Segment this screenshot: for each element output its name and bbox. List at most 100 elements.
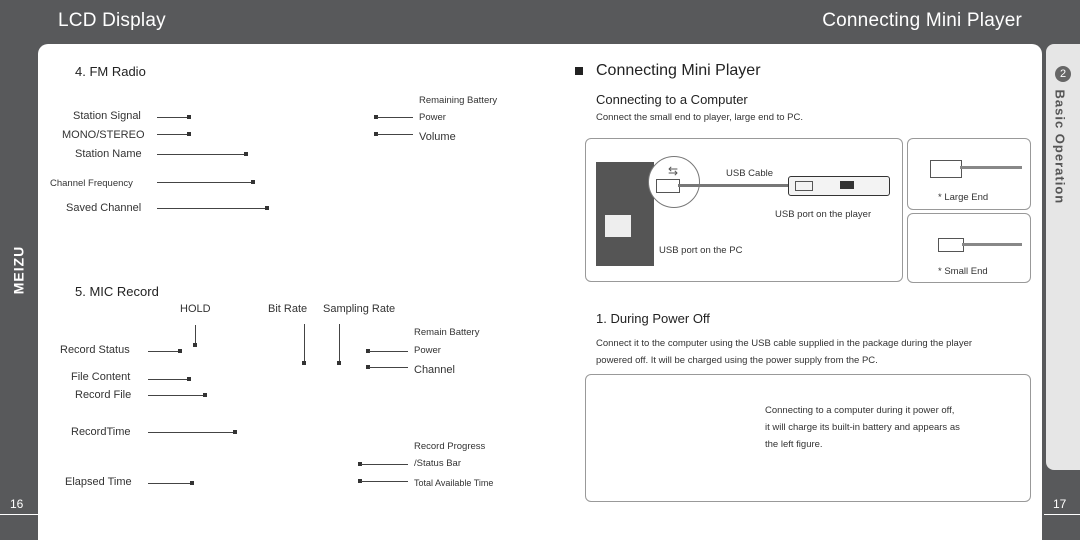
intro-text: Connect the small end to player, large e… <box>596 112 804 123</box>
label-total-available-time: Total Available Time <box>414 478 494 488</box>
leader-line <box>148 432 235 433</box>
side-tab[interactable] <box>1046 44 1080 470</box>
leader-dot <box>251 180 255 184</box>
leader-line <box>148 351 180 352</box>
large-usb-plug-icon <box>930 160 962 178</box>
label-record-progress: Record Progress <box>414 441 486 452</box>
small-end-figure <box>907 213 1031 283</box>
brand-logo: MEIZU <box>10 245 27 295</box>
leader-dot <box>374 115 378 119</box>
player-display-icon <box>840 181 854 189</box>
label-saved-channel: Saved Channel <box>66 202 142 214</box>
label-elapsed-time: Elapsed Time <box>65 476 132 488</box>
leader-dot <box>265 206 269 210</box>
label-record-status: Record Status <box>60 344 130 356</box>
label-remaining-battery: Remaining Battery <box>419 95 498 106</box>
label-large-end: * Large End <box>938 192 989 203</box>
mini-player-device <box>788 176 890 196</box>
label-bit-rate: Bit Rate <box>268 303 308 315</box>
leader-line <box>157 182 253 183</box>
note-line-3: the left figure. <box>765 439 823 450</box>
page-rule-right <box>1044 514 1080 515</box>
label-pc-port: USB port on the PC <box>659 245 743 256</box>
chapter-number-badge: 2 <box>1055 66 1071 82</box>
leader-dot <box>302 361 306 365</box>
leader-dot <box>203 393 207 397</box>
leader-line <box>148 379 189 380</box>
leader-line <box>148 483 192 484</box>
pc-tower <box>596 162 654 266</box>
label-power-mic: Power <box>414 345 441 356</box>
section-text-line-2: powered off. It will be charged using th… <box>596 355 878 366</box>
note-line-2: it will charge its built-in battery and … <box>765 422 960 433</box>
leader-dot <box>187 377 191 381</box>
label-usb-cable: USB Cable <box>726 168 773 179</box>
leader-line <box>195 325 196 345</box>
label-mono-stereo: MONO/STEREO <box>62 129 145 141</box>
section-heading: 1. During Power Off <box>596 311 710 326</box>
leader-dot <box>190 481 194 485</box>
leader-dot <box>233 430 237 434</box>
leader-line <box>304 324 305 362</box>
mic-record-heading: 5. MIC Record <box>75 284 159 299</box>
large-end-figure <box>907 138 1031 210</box>
usb-cable <box>678 184 788 187</box>
fm-radio-heading: 4. FM Radio <box>75 64 146 79</box>
page-number-left: 16 <box>10 497 24 511</box>
label-power: Power <box>419 112 446 123</box>
leader-line <box>369 367 408 368</box>
leader-dot <box>358 462 362 466</box>
note-line-1: Connecting to a computer during it power… <box>765 405 955 416</box>
leader-line <box>377 117 413 118</box>
page-rule-left <box>0 514 38 515</box>
leader-dot <box>193 343 197 347</box>
label-status-bar: /Status Bar <box>414 458 461 469</box>
label-file-content: File Content <box>71 371 131 383</box>
right-heading: Connecting Mini Player <box>596 62 761 79</box>
label-small-end: * Small End <box>938 266 988 277</box>
usb-symbol-icon: ⇆ <box>668 164 679 178</box>
cable-segment <box>960 166 1022 169</box>
leader-line <box>339 324 340 362</box>
label-channel: Channel <box>414 364 455 376</box>
sub-heading: Connecting to a Computer <box>596 92 748 107</box>
leader-line <box>148 395 205 396</box>
label-record-file: Record File <box>75 389 132 401</box>
page-number-right: 17 <box>1053 497 1067 511</box>
leader-dot <box>358 479 362 483</box>
label-station-name: Station Name <box>75 148 142 160</box>
label-channel-frequency: Channel Frequency <box>50 178 133 189</box>
label-player-port: USB port on the player <box>775 209 872 220</box>
label-remain-battery: Remain Battery <box>414 327 480 338</box>
leader-line <box>157 117 189 118</box>
page-header-left: LCD Display <box>58 10 166 31</box>
cable-segment <box>962 243 1022 246</box>
label-station-signal: Station Signal <box>73 110 141 122</box>
leader-dot <box>337 361 341 365</box>
leader-dot <box>366 349 370 353</box>
leader-line <box>377 134 413 135</box>
heading-bullet <box>575 67 583 75</box>
leader-line <box>361 481 408 482</box>
player-usb-port-icon <box>795 181 813 191</box>
leader-line <box>369 351 408 352</box>
section-text-line-1: Connect it to the computer using the USB… <box>596 338 973 349</box>
leader-line <box>157 154 246 155</box>
leader-dot <box>187 132 191 136</box>
leader-dot <box>366 365 370 369</box>
leader-dot <box>244 152 248 156</box>
label-hold: HOLD <box>180 303 211 315</box>
leader-line <box>157 134 189 135</box>
leader-line <box>157 208 267 209</box>
leader-dot <box>178 349 182 353</box>
small-usb-plug-icon <box>938 238 964 252</box>
pc-slot <box>605 215 631 237</box>
label-sampling-rate: Sampling Rate <box>323 303 396 315</box>
page-header-right: Connecting Mini Player <box>822 10 1022 31</box>
note-box <box>585 374 1031 502</box>
label-record-time: RecordTime <box>71 426 131 438</box>
leader-dot <box>187 115 191 119</box>
usb-plug-icon <box>656 179 680 193</box>
leader-dot <box>374 132 378 136</box>
label-volume: Volume <box>419 131 456 143</box>
